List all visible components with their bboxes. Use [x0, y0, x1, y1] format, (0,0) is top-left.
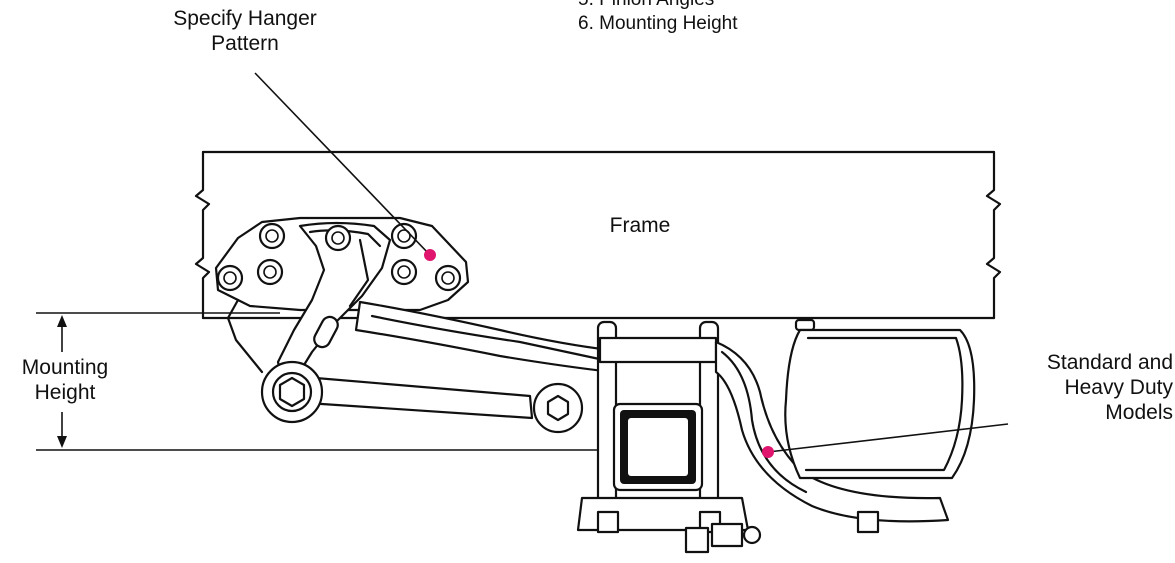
models-marker-dot — [762, 446, 774, 458]
mounting-height-line1: Mounting — [21, 356, 109, 379]
upper-beam — [354, 300, 614, 374]
models-callout-line1: Standard and — [1046, 351, 1173, 374]
mounting-height-line2: Height — [34, 381, 96, 404]
notes-list: 5. Pinion Angles 6. Mounting Height — [578, 0, 738, 36]
models-callout-label: Standard and Heavy Duty Models — [1005, 350, 1173, 425]
mounting-height-label: Mounting Height — [0, 355, 130, 405]
hanger-callout-line2: Pattern — [211, 32, 279, 55]
leader-lines — [254, 72, 1009, 453]
models-callout-line2: Heavy Duty — [1064, 376, 1173, 399]
axle-clamp — [576, 320, 762, 554]
note-item-6: 6. Mounting Height — [578, 13, 738, 34]
air-spring — [784, 318, 976, 480]
hanger-bracket — [214, 216, 470, 382]
note-item-5: 5. Pinion Angles — [578, 0, 738, 12]
hanger-callout-line1: Specify Hanger — [173, 7, 317, 30]
hanger-bolts — [216, 222, 462, 292]
air-spring-beam — [714, 340, 950, 534]
torque-rod — [260, 360, 584, 434]
hanger-marker-dot — [424, 249, 436, 261]
models-callout-line3: Models — [1105, 401, 1173, 424]
hanger-callout-label: Specify Hanger Pattern — [135, 6, 355, 56]
mounting-height-dimension — [36, 312, 640, 451]
shock-mount — [684, 522, 762, 554]
frame-label: Frame — [609, 214, 671, 237]
